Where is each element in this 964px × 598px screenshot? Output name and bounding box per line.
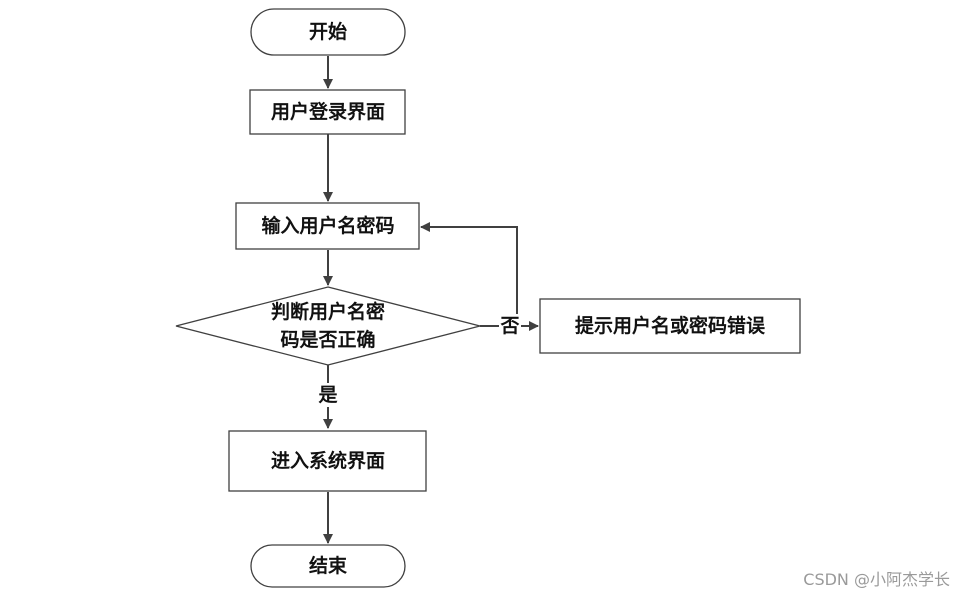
end-terminal [250,544,406,588]
login-page-label: 用户登录界面 [271,100,385,123]
end-label: 结束 [309,554,348,577]
label-yes-background [316,383,340,407]
check-credentials-decision [175,286,481,366]
watermark-text: CSDN @小阿杰学长 [803,570,950,589]
error-hint-box [539,298,801,354]
label-no: 否 [499,315,519,337]
input-credentials-box [235,202,420,250]
label-yes: 是 [318,384,337,406]
check-label-line2: 码是否正确 [280,328,375,351]
edge-error-loop-back [420,222,518,326]
label-no-background [499,314,521,338]
start-label: 开始 [309,20,347,43]
enter-system-box [228,430,427,492]
error-hint-label: 提示用户名或密码错误 [575,314,766,337]
enter-system-label: 进入系统界面 [271,449,385,472]
login-page-box [249,89,406,135]
input-credentials-label: 输入用户名密码 [261,214,394,237]
start-terminal [250,8,406,56]
check-label-line1: 判断用户名密 [271,300,385,323]
